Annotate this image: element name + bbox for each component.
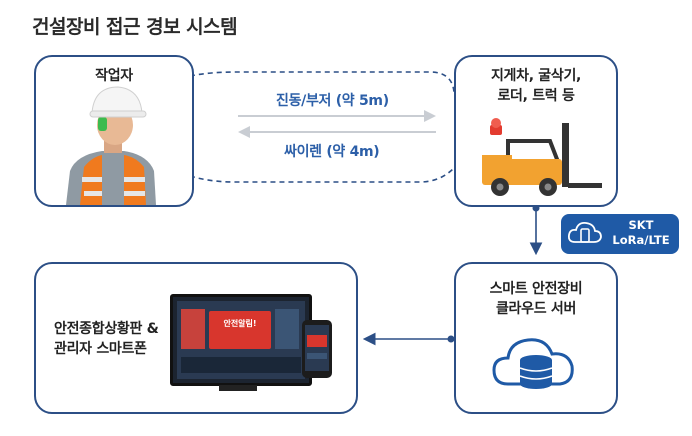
monitor-screen: 안전알림! bbox=[177, 301, 305, 379]
server-box: 스마트 안전장비 클라우드 서버 bbox=[454, 262, 618, 414]
network-badge-line2: LoRa/LTE bbox=[612, 233, 670, 247]
smartphone-screen bbox=[305, 325, 329, 371]
screen-alert-box: 안전알림! bbox=[209, 311, 271, 349]
screen-footer bbox=[181, 357, 301, 373]
dashed-link-bottom bbox=[189, 167, 455, 183]
smartphone-alert bbox=[307, 335, 327, 347]
network-badge-text: SKT LoRa/LTE bbox=[607, 218, 675, 248]
worker-icon bbox=[66, 86, 156, 205]
page-title: 건설장비 접근 경보 시스템 bbox=[32, 16, 238, 38]
network-badge-line1: SKT bbox=[628, 218, 654, 232]
smartphone-row bbox=[307, 353, 327, 359]
screen-panel-left bbox=[181, 309, 205, 349]
dashboard-box: 안전종합상황판 & 관리자 스마트폰 안전알림! bbox=[34, 262, 358, 414]
worker-box: 작업자 bbox=[34, 55, 194, 207]
cloud-database-icon bbox=[492, 338, 574, 389]
equipment-box: 지게차, 굴삭기, 로더, 트럭 등 bbox=[454, 55, 618, 207]
worker-label: 작업자 bbox=[95, 68, 133, 84]
forklift-icon bbox=[482, 118, 602, 196]
vibration-buzzer-label: 진동/부저 (약 5m) bbox=[276, 93, 389, 109]
dashboard-label-line1: 안전종합상황판 & bbox=[54, 321, 159, 337]
cloud-phone-icon bbox=[567, 221, 602, 243]
dashed-link-top bbox=[189, 71, 455, 93]
server-label-line1: 스마트 안전장비 bbox=[489, 281, 583, 297]
equipment-label-line2: 로더, 트럭 등 bbox=[497, 88, 575, 104]
monitor-stand bbox=[219, 385, 257, 391]
screen-alert-text: 안전알림! bbox=[223, 319, 257, 328]
equipment-label-line1: 지게차, 굴삭기, bbox=[490, 68, 582, 84]
monitor-icon: 안전알림! bbox=[170, 294, 312, 391]
siren-label: 싸이렌 (약 4m) bbox=[284, 144, 380, 160]
worker-illustration bbox=[66, 86, 156, 205]
server-label-line2: 클라우드 서버 bbox=[495, 301, 577, 317]
dashboard-label-line2: 관리자 스마트폰 bbox=[54, 341, 147, 357]
screen-panel-right bbox=[275, 309, 299, 349]
smartphone-icon bbox=[302, 320, 332, 378]
network-badge: SKT LoRa/LTE bbox=[561, 214, 679, 254]
forklift-illustration bbox=[482, 118, 602, 196]
cloud-database-illustration bbox=[492, 338, 574, 389]
